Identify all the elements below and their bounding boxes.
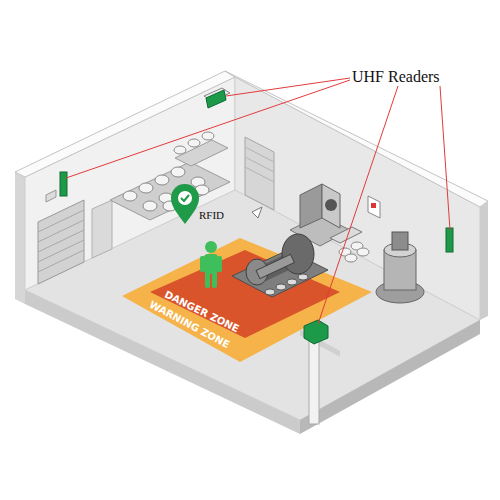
machine-wheel — [325, 199, 337, 211]
alarm-box — [368, 196, 380, 218]
machine-drum — [246, 259, 268, 285]
door-slats — [245, 147, 274, 182]
machine-drum — [282, 234, 314, 274]
location-pin — [171, 184, 199, 224]
callout-label: UHF Readers — [352, 68, 440, 86]
floor-marker — [252, 207, 262, 218]
worker-figure — [200, 241, 222, 288]
wall-edge — [480, 201, 488, 320]
wall-edge — [15, 172, 25, 304]
reader-mount — [204, 88, 230, 101]
zone-area: DANGER ZONE — [150, 250, 340, 338]
check-mark — [181, 195, 189, 201]
uhf-reader — [304, 320, 328, 344]
machine-base — [232, 250, 328, 297]
door-sign — [46, 190, 56, 202]
material-rolls — [265, 274, 308, 295]
rack-base — [110, 162, 230, 220]
material-rolls — [339, 242, 369, 262]
uhf-reader — [206, 90, 226, 108]
rack-base — [175, 140, 228, 166]
machine-head — [392, 232, 408, 250]
machine-bed — [248, 251, 310, 281]
zone-shape — [122, 238, 372, 362]
door-slats — [38, 210, 84, 272]
machine-body — [322, 184, 340, 228]
garage-door — [38, 200, 84, 284]
uhf-reader — [60, 172, 67, 196]
zone-shape — [150, 250, 340, 338]
wall-top — [15, 71, 235, 177]
machine-table — [330, 227, 362, 243]
door — [245, 137, 274, 210]
door — [92, 200, 112, 258]
front-wall — [300, 320, 480, 434]
machine-shaft — [256, 254, 294, 278]
tag-label: RFID — [199, 209, 224, 221]
uhf-reader — [446, 228, 453, 252]
leader-lines — [66, 78, 450, 324]
floor — [25, 190, 480, 420]
reader-post — [309, 334, 319, 424]
zone-area: WARNING ZONEDANGER ZONE — [122, 238, 372, 362]
wall-sign — [300, 330, 340, 357]
pin-center — [178, 191, 192, 205]
material-rolls — [123, 132, 214, 211]
machine-body — [300, 184, 322, 228]
alarm-light — [371, 203, 376, 208]
